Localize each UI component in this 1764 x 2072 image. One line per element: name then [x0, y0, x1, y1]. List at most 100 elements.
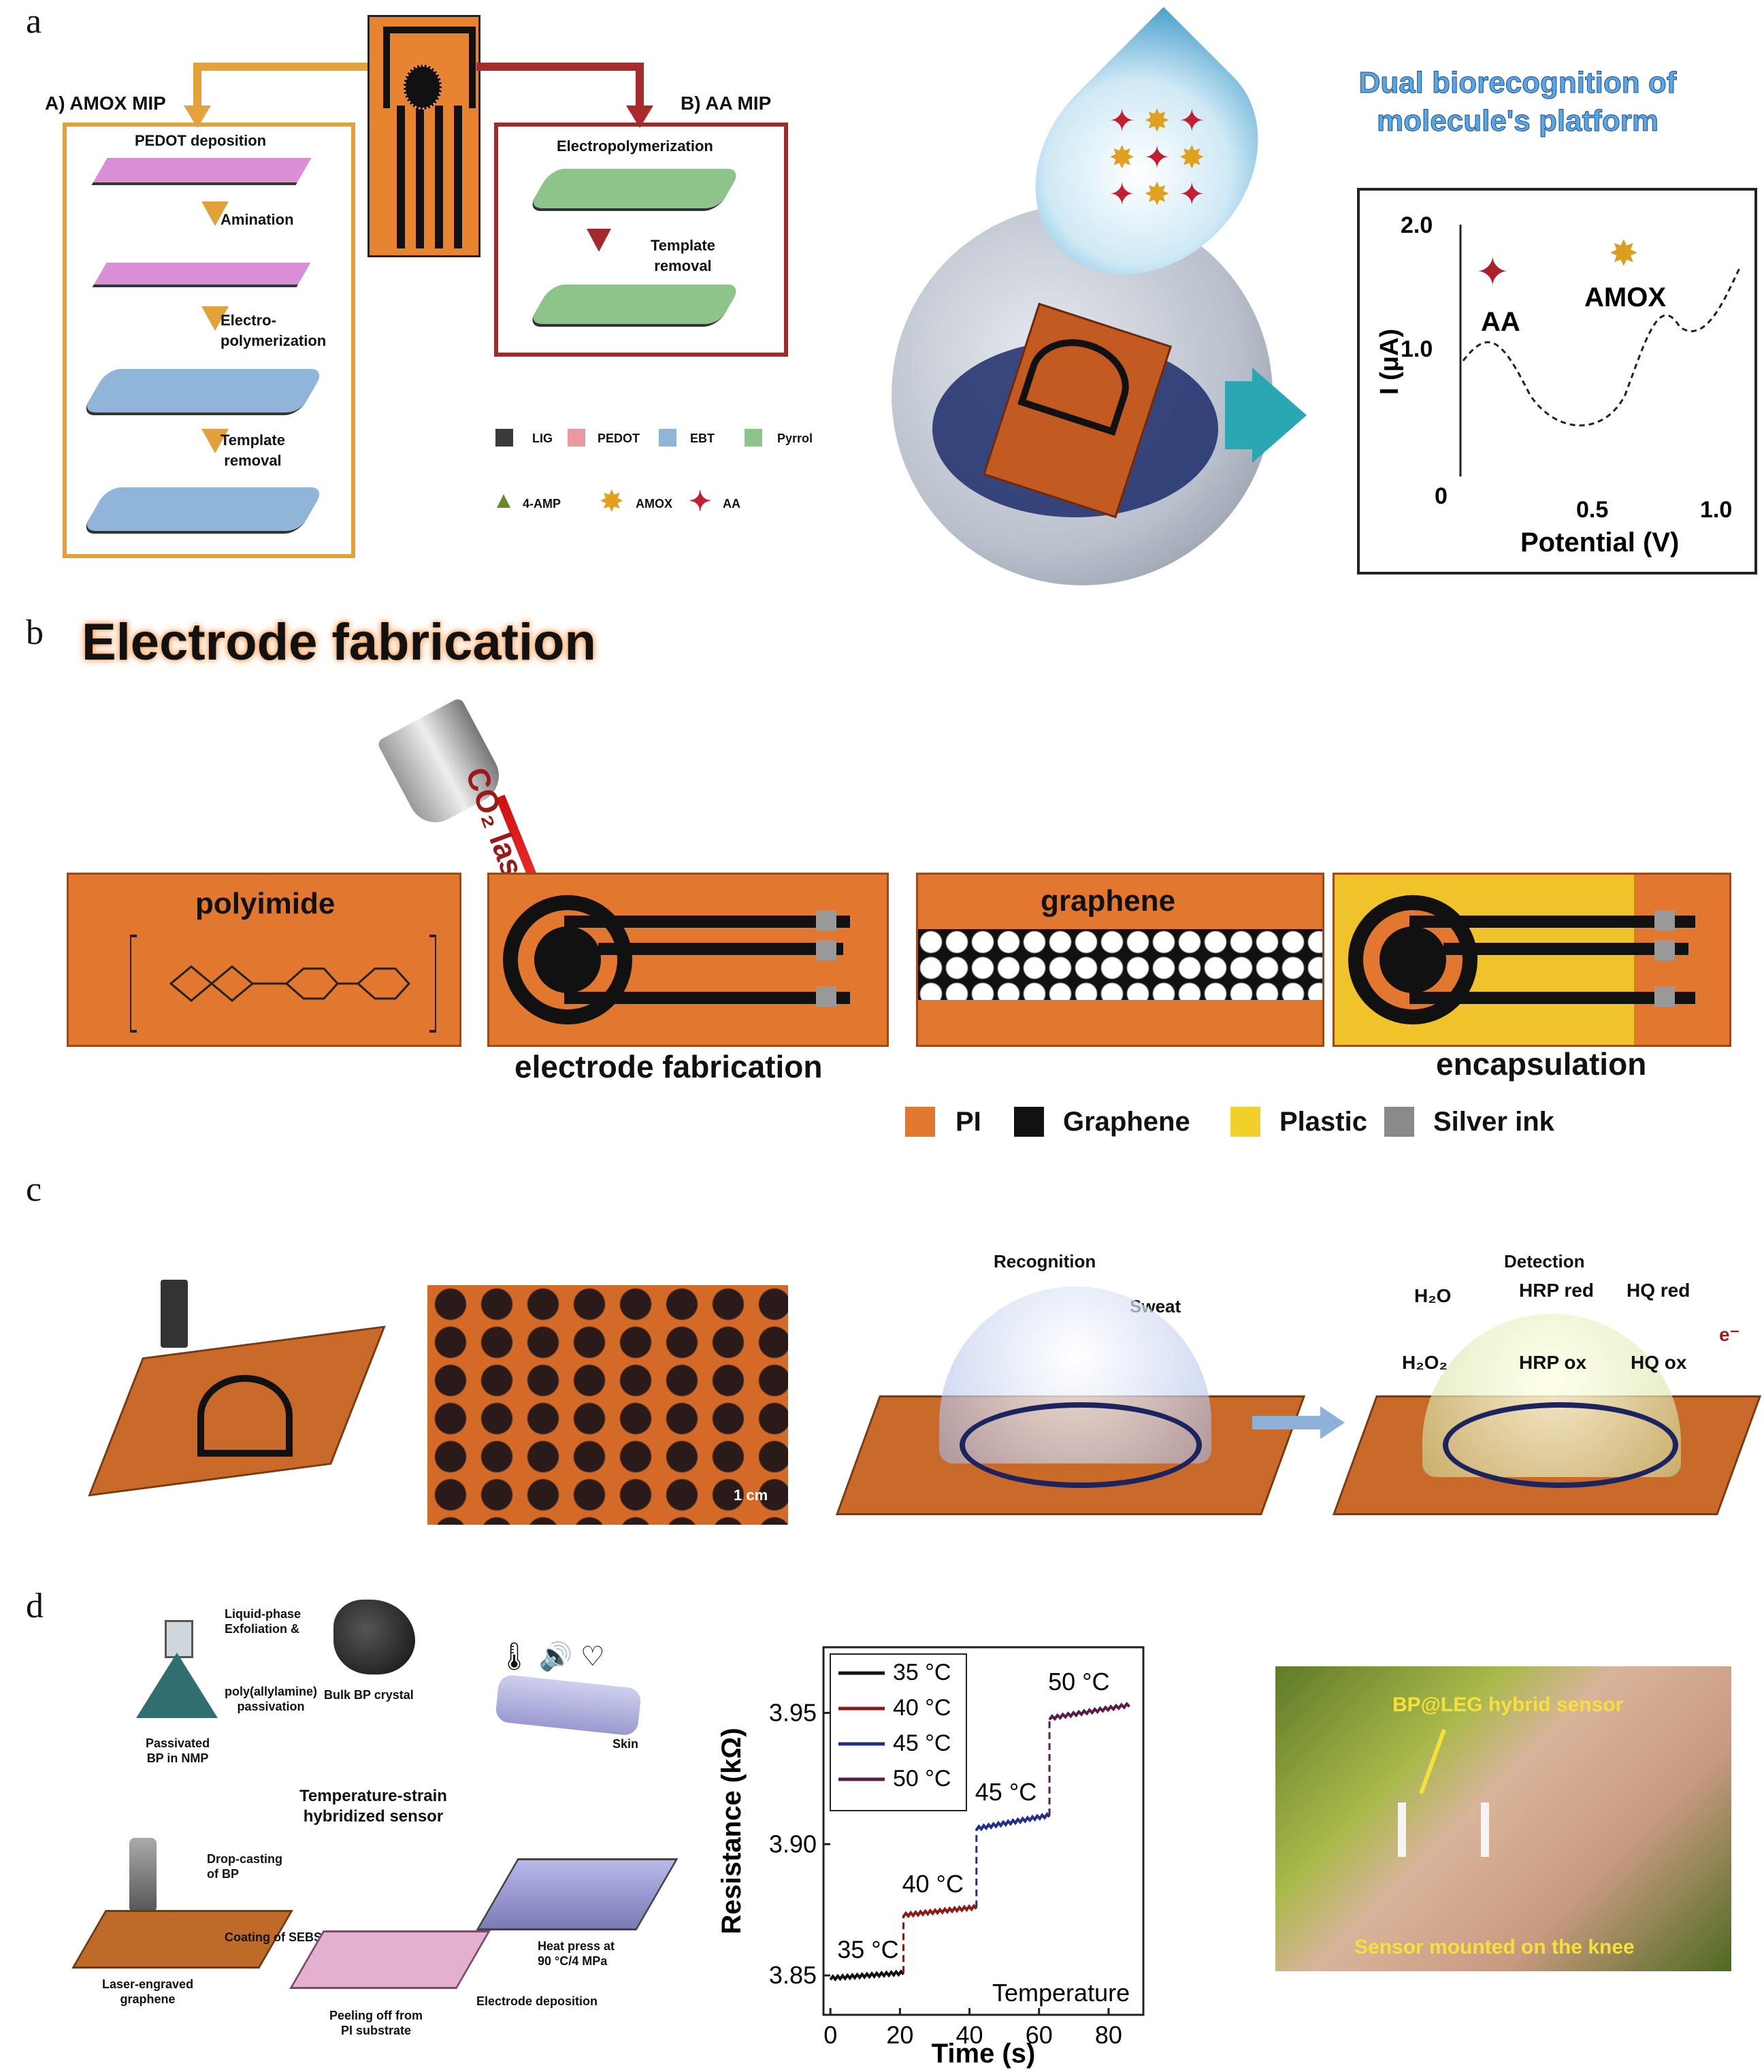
series-data-label-2: 40 °C — [902, 1870, 964, 1898]
legend-amox: AMOX — [636, 497, 672, 511]
y-tick-label: 3.95 — [769, 1698, 817, 1726]
electrode-fabrication-strip — [487, 873, 889, 1047]
sensor-in-hand-illustration — [892, 204, 1273, 585]
branch-arrows — [184, 63, 653, 128]
species-hrp-ox: HRP ox — [1519, 1352, 1587, 1373]
series-line-4 — [1048, 1702, 1130, 1721]
amox-step-electropolymerization: Electro- polymerization — [220, 312, 327, 349]
x-tick-label: 20 — [886, 2021, 913, 2049]
legend-plastic: Plastic — [1279, 1107, 1367, 1137]
chart-annotation: Temperature — [992, 1979, 1130, 2007]
cv-plot: 2.0 1.0 0 0.5 1.0 Potential (V) I (μA) ✦… — [1357, 188, 1757, 574]
d-passivation: poly(allylamine) passivation — [225, 1685, 318, 1713]
electrode-fabrication-label: electrode fabrication — [514, 1049, 823, 1084]
aa-step-template-removal: Template removal — [651, 237, 715, 274]
graphene-strip: graphene — [916, 873, 1324, 1047]
chart-xlabel: Time (s) — [932, 2039, 1036, 2069]
panel-label-a: a — [26, 2, 42, 41]
knee-photo: BP@LEG hybrid sensor Sensor mounted on t… — [1275, 1666, 1731, 1971]
legend-label-3: 45 °C — [893, 1730, 951, 1756]
species-hq-red: HQ red — [1627, 1280, 1690, 1301]
legend-ebt-swatch — [659, 429, 676, 447]
species-h2o2: H₂O₂ — [1402, 1352, 1448, 1373]
legend-lig-swatch — [495, 429, 513, 447]
scale-bar-label: 1 cm — [734, 1487, 768, 1504]
d-coating-sebs: Coating of SEBS — [225, 1930, 322, 1944]
drop-molecules: ✦ ✸ ✦✸ ✦ ✸✦ ✸ ✦ — [1109, 103, 1205, 212]
cv-ylabel: I (μA) — [1375, 329, 1404, 395]
x-tick-label: 80 — [1095, 2021, 1122, 2049]
aa-mip-box: Electropolymerization Template removal — [494, 123, 788, 357]
lig-chip — [368, 15, 480, 257]
dropper-icon — [129, 1838, 157, 1913]
polyimide-structure — [130, 935, 436, 1033]
cv-ytick-0: 0 — [1435, 483, 1448, 509]
chart-ylabel: Resistance (kΩ) — [717, 1728, 747, 1934]
cv-peak-amox: AMOX — [1584, 282, 1666, 312]
species-hrp-red: HRP red — [1519, 1280, 1594, 1301]
wearable-icons: 🌡 🔊 ♡ — [497, 1642, 605, 1672]
x-tick-label: 40 — [956, 2021, 983, 2049]
electrode-array-photo: 1 cm — [427, 1285, 788, 1525]
sensor-patch — [1398, 1802, 1489, 1857]
peeled-film — [289, 1930, 491, 1989]
detection-dome — [1332, 1286, 1762, 1518]
legend-graphene-swatch — [1014, 1107, 1044, 1137]
4amp-icon — [497, 494, 510, 508]
dual-biorecognition-title: Dual biorecognition of molecule's platfo… — [1358, 66, 1677, 138]
legend-silver: Silver ink — [1433, 1107, 1554, 1137]
legend-label-2: 40 °C — [893, 1695, 951, 1721]
panel-label-d: d — [26, 1587, 44, 1625]
x-tick-label: 60 — [1026, 2021, 1053, 2049]
legend-silver-swatch — [1384, 1107, 1414, 1137]
d-skin: Skin — [612, 1737, 639, 1751]
recognition-dome — [835, 1286, 1306, 1518]
legend-pi-swatch — [905, 1107, 935, 1137]
cv-amox-star-icon: ✸ — [1609, 234, 1639, 274]
species-electron: e⁻ — [1719, 1324, 1740, 1345]
series-line-2 — [902, 1903, 978, 1919]
series-data-label-3: 45 °C — [975, 1778, 1036, 1806]
legend-4amp: 4-AMP — [523, 497, 561, 511]
d-passivated-bp: Passivated BP in NMP — [146, 1736, 210, 1765]
legend-aa: AA — [723, 497, 740, 511]
amox-mip-title: A) AMOX MIP — [45, 93, 166, 114]
x-tick-label: 0 — [823, 2021, 837, 2049]
polyimide-label: polyimide — [195, 887, 336, 920]
panel-b-legend: PI Graphene Plastic Silver ink — [905, 1103, 1586, 1144]
legend-plastic-swatch — [1230, 1107, 1260, 1137]
heat-press-stack — [476, 1858, 679, 1930]
panel-label-c: c — [26, 1170, 42, 1209]
flask-icon — [136, 1620, 218, 1722]
legend-pyrrol: Pyrrol — [777, 432, 813, 445]
cv-peak-aa: AA — [1481, 307, 1520, 337]
encapsulation-label: encapsulation — [1436, 1046, 1647, 1082]
amox-step-template-removal: Template removal — [220, 432, 285, 469]
d-laser-engraved: Laser-engraved graphene — [102, 1977, 194, 2006]
legend-label-4: 50 °C — [893, 1766, 951, 1792]
d-drop-casting: Drop-casting of BP — [207, 1852, 283, 1881]
amox-step-amination: Amination — [220, 211, 294, 228]
aa-step-electropolymerization: Electropolymerization — [557, 137, 713, 155]
electrode-fabrication-title: Electrode fabrication — [82, 613, 596, 671]
bulk-bp-crystal — [333, 1600, 415, 1674]
cv-aa-star-icon: ✦ — [1475, 249, 1509, 295]
cv-xtick-10: 1.0 — [1700, 497, 1732, 523]
graphene-lattice — [918, 929, 1322, 1000]
legend-pi: PI — [956, 1107, 981, 1137]
photo-caption: Sensor mounted on the knee — [1354, 1936, 1635, 1958]
cv-svg: 2.0 1.0 0 0.5 1.0 Potential (V) I (μA) ✦… — [1375, 212, 1742, 557]
detection-label: Detection — [1504, 1251, 1585, 1272]
wearable-device — [494, 1674, 642, 1736]
species-hq-ox: HQ ox — [1631, 1352, 1687, 1373]
aa-star-icon: ✦ — [689, 487, 712, 517]
legend-box — [830, 1653, 967, 1811]
species-h2o: H₂O — [1414, 1285, 1452, 1306]
cv-xtick-05: 0.5 — [1576, 497, 1608, 523]
recognition-label: Recognition — [994, 1251, 1096, 1272]
cv-ytick-1: 1.0 — [1401, 336, 1433, 362]
amox-step-pedot: PEDOT deposition — [135, 132, 267, 149]
legend-pedot-swatch — [568, 429, 585, 447]
legend-pedot: PEDOT — [598, 432, 640, 445]
